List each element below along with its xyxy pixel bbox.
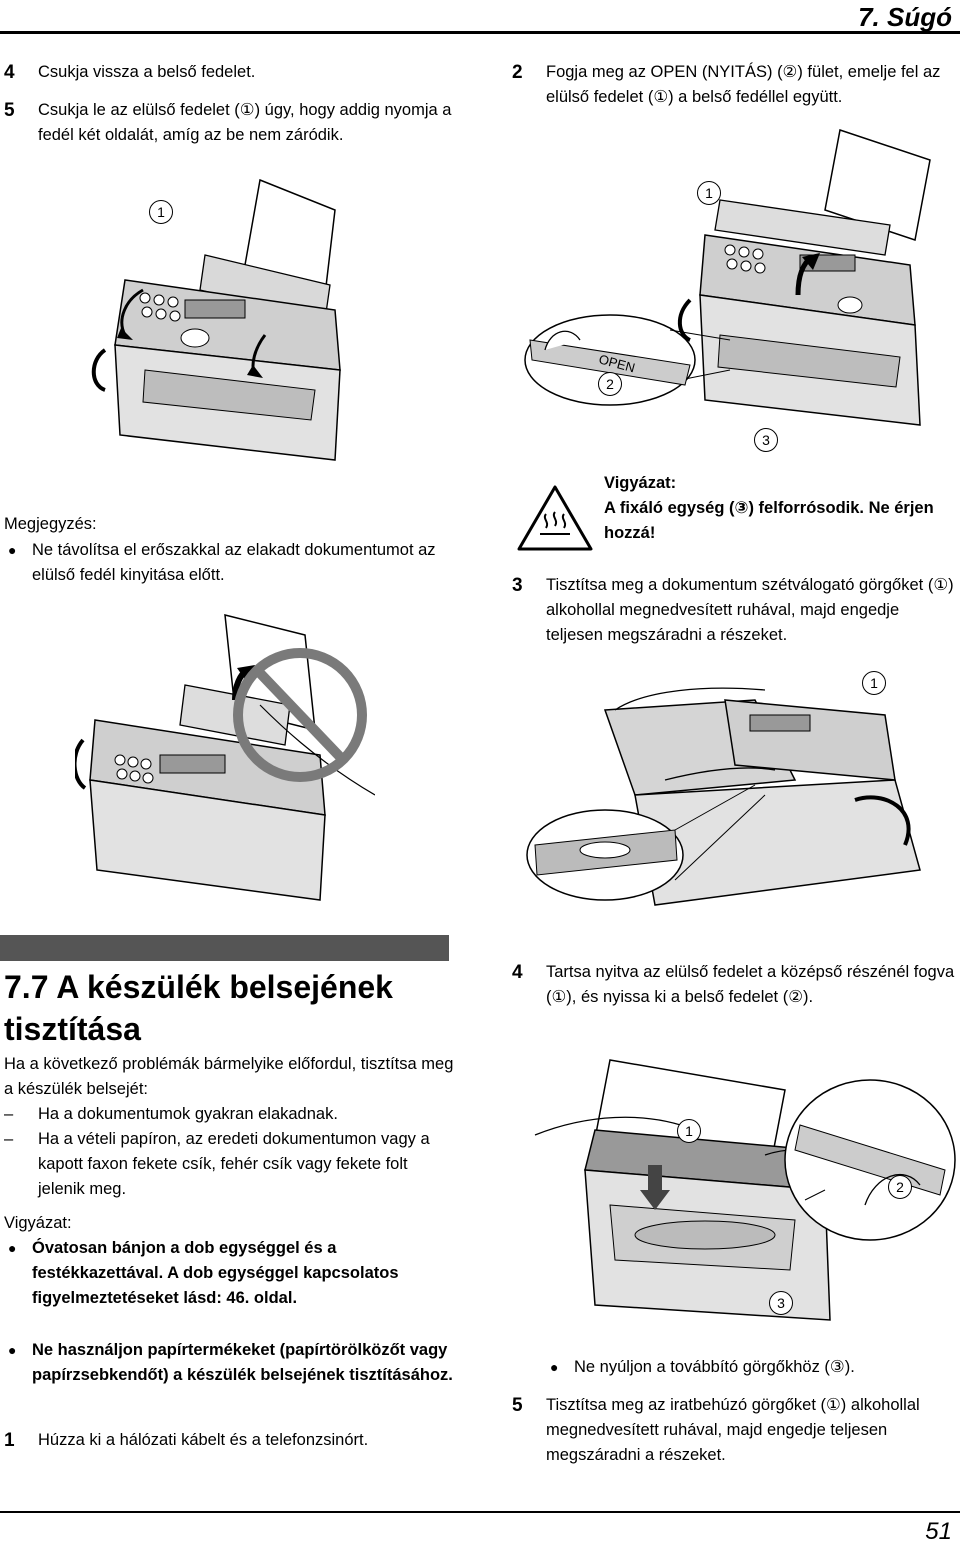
section-caution-title: Vigyázat: xyxy=(4,1214,72,1232)
problem-text: Ha a dokumentumok gyakran elakadnak. xyxy=(38,1105,338,1123)
chapter-title: 7. Súgó xyxy=(858,2,952,32)
step-text: Csukja le az elülső fedelet (①) úgy, hog… xyxy=(38,101,452,144)
step-5-close-front-cover: 5 Csukja le az elülső fedelet (①) úgy, h… xyxy=(4,98,454,148)
step-number: 2 xyxy=(512,62,523,83)
figure-callout-1: 1 xyxy=(149,200,173,224)
dash-mark: – xyxy=(4,1105,14,1123)
step-text: Fogja meg az OPEN (NYITÁS) (②) fület, em… xyxy=(546,63,941,106)
problem-item: – Ha a dokumentumok gyakran elakadnak. xyxy=(4,1102,454,1127)
bullet-dot: ● xyxy=(8,1342,17,1358)
bullet-dot: ● xyxy=(8,542,17,558)
step-number: 4 xyxy=(512,962,523,983)
step-1-unplug-cables: 1 Húzza ki a hálózati kábelt és a telefo… xyxy=(4,1428,454,1453)
footer-rule xyxy=(0,1511,960,1513)
section-header-bar xyxy=(0,935,449,961)
section-intro: Ha a következő problémák bármelyike előf… xyxy=(4,1055,454,1098)
note-title: Megjegyzés: xyxy=(4,515,97,533)
step-text: Tartsa nyitva az elülső fedelet a középs… xyxy=(546,963,955,1006)
bullet-dot: ● xyxy=(8,1240,17,1256)
figure-callout-2: 2 xyxy=(598,372,622,396)
step-number: 1 xyxy=(4,1430,15,1451)
figure-clean-separator-rollers xyxy=(526,687,921,906)
hot-surface-warning-icon xyxy=(517,485,593,551)
figure-callout-1: 1 xyxy=(697,181,721,205)
step-2-lift-front-cover: 2 Fogja meg az OPEN (NYITÁS) (②) fület, … xyxy=(512,60,957,110)
figure-callout-3: 3 xyxy=(754,428,778,452)
figure-callout-1: 1 xyxy=(677,1119,701,1143)
figure-open-inner-cover xyxy=(534,1059,956,1321)
step-4-open-inner-cover: 4 Tartsa nyitva az elülső fedelet a közé… xyxy=(512,960,957,1010)
section-title: 7.7 A készülék belsejének tisztítása xyxy=(4,969,393,1047)
step-5-clean-feeder-rollers: 5 Tisztítsa meg az iratbehúzó görgőket (… xyxy=(512,1393,957,1468)
figure-close-front-cover xyxy=(91,178,341,461)
dash-mark: – xyxy=(4,1130,14,1148)
figure-open-front-cover: OPEN xyxy=(524,129,931,426)
caution-bullet: ● Óvatosan bánjon a dob egységgel és a f… xyxy=(4,1236,454,1311)
step-4-close-inner-cover: 4 Csukja vissza a belső fedelet. xyxy=(4,60,454,85)
step-text: Tisztítsa meg a dokumentum szétválogató … xyxy=(546,576,954,644)
figure-callout-3: 3 xyxy=(769,1291,793,1315)
figure-do-not-pull-document xyxy=(75,614,375,901)
page-number: 51 xyxy=(925,1518,952,1545)
step-3-clean-separator-rollers: 3 Tisztítsa meg a dokumentum szétválogat… xyxy=(512,573,957,648)
step-number: 5 xyxy=(512,1395,523,1416)
header-rule xyxy=(0,31,960,34)
figure-callout-2: 2 xyxy=(888,1175,912,1199)
step-number: 5 xyxy=(4,100,15,121)
bullet-dot: ● xyxy=(550,1359,559,1375)
step-number: 3 xyxy=(512,575,523,596)
step-text: Húzza ki a hálózati kábelt és a telefonz… xyxy=(38,1431,369,1449)
caution-bullet-text: Ne használjon papírtermékeket (papírtörö… xyxy=(32,1341,453,1384)
caution-bullet: ● Ne használjon papírtermékeket (papírtö… xyxy=(4,1338,454,1388)
caution-text: A fixáló egység (③) felforrósodik. Ne ér… xyxy=(604,499,934,542)
do-not-touch-rollers-note: ● Ne nyúljon a továbbító görgőkhöz (③). xyxy=(546,1355,956,1380)
step-number: 4 xyxy=(4,62,15,83)
step-text: Tisztítsa meg az iratbehúzó görgőket (①)… xyxy=(546,1396,920,1464)
step-text: Csukja vissza a belső fedelet. xyxy=(38,63,256,81)
caution-bullet-text: Óvatosan bánjon a dob egységgel és a fes… xyxy=(32,1239,399,1307)
bullet-text: Ne nyúljon a továbbító görgőkhöz (③). xyxy=(574,1358,855,1376)
problem-text: Ha a vételi papíron, az eredeti dokument… xyxy=(38,1130,430,1198)
caution-title: Vigyázat: xyxy=(604,474,677,492)
figure-callout-1: 1 xyxy=(862,671,886,695)
note-bullet: ● Ne távolítsa el erőszakkal az elakadt … xyxy=(4,538,454,588)
note-bullet-text: Ne távolítsa el erőszakkal az elakadt do… xyxy=(32,541,436,584)
problem-item: – Ha a vételi papíron, az eredeti dokume… xyxy=(4,1127,454,1202)
